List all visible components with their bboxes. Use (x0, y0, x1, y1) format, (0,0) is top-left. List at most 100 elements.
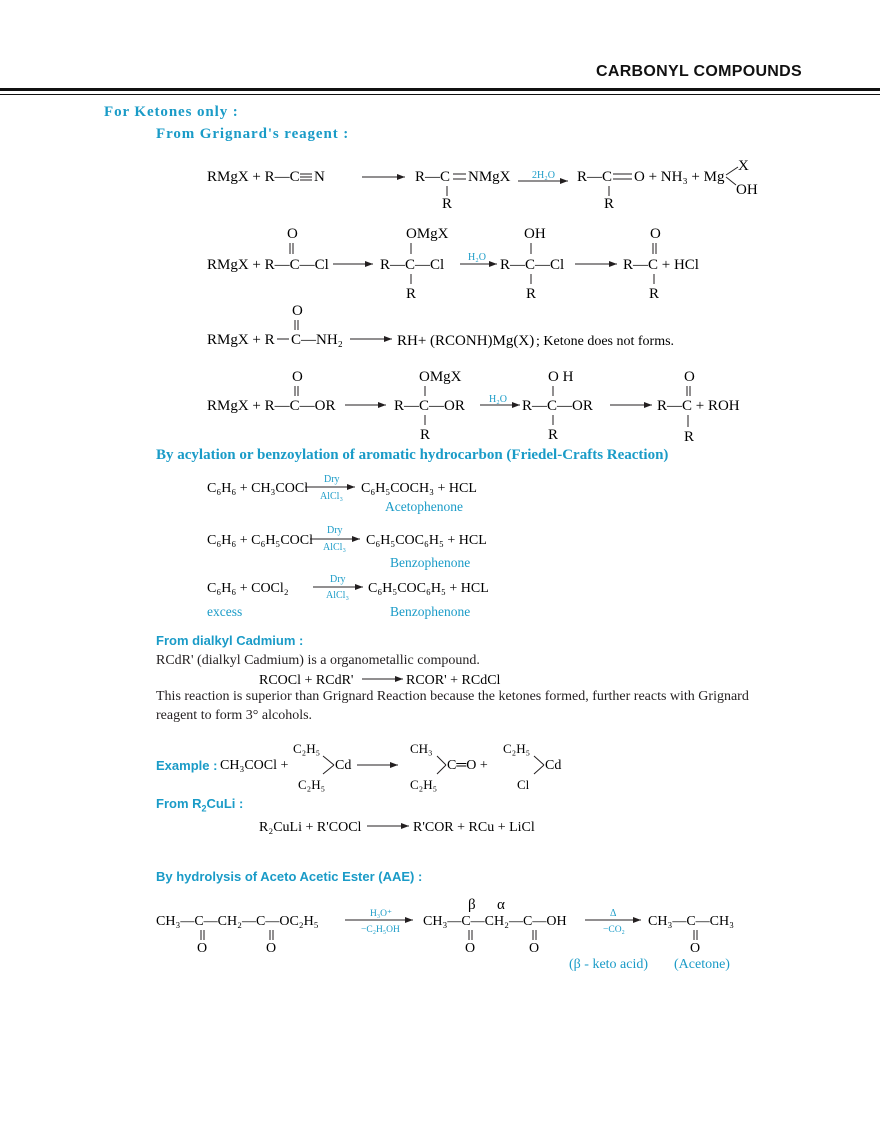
r3-amide: C—NH₂ (291, 332, 343, 348)
section-heading-aae: By hydrolysis of Aceto Acetic Ester (AAE… (156, 869, 423, 884)
aae-cond-below: −C₂H₅OH (361, 925, 400, 935)
r2-reagent: RMgX + R—C—Cl (207, 257, 329, 273)
aae-beta: β (468, 897, 476, 913)
section-heading-ketones: For Ketones only : (104, 104, 239, 120)
r2-inter2: R—C—Cl (500, 257, 564, 273)
example-prod2-cl: Cl (517, 777, 530, 792)
fc3-name: Benzophenone (390, 604, 470, 619)
r2-product-o: O (650, 226, 661, 242)
aae-intermediate: CH₃—C—CH₂—C—OH (423, 914, 567, 929)
aae-label-keto: (β - keto acid) (569, 957, 648, 972)
fc3-above: Dry (330, 574, 346, 585)
r1-intermediate: R—C (415, 169, 450, 185)
section-heading-dialkyl-cadmium: From dialkyl Cadmium : (156, 633, 304, 648)
grignard-reactions-diagram: RMgX + R—C N R—C NMgX R 2H₂O R—C O + NH₃… (207, 158, 758, 445)
aae-reactant-o2: O (266, 941, 276, 956)
r4-o: O (292, 369, 303, 385)
r2-product-r: R (649, 286, 659, 302)
aae-alpha: α (497, 897, 505, 913)
cadmium-reaction-left: RCOCl + RCdR' (259, 673, 353, 688)
fc1-reactants: C₆H₆ + CH₃COCl (207, 481, 308, 496)
r3-o: O (292, 303, 303, 319)
example-label: Example : (156, 758, 217, 773)
r4-inter1-top: OMgX (419, 369, 462, 385)
example-prod2-cd: Cd (545, 758, 561, 773)
r1-imine: NMgX (468, 169, 511, 185)
aae-cond2-below: −CO₂ (603, 925, 625, 935)
r4-reagent: RMgX + R—C—OR (207, 398, 335, 414)
r2-o: O (287, 226, 298, 242)
fc2-reactants: C₆H₆ + C₆H₅COCl (207, 533, 313, 548)
r4-product-o: O (684, 369, 695, 385)
fc2-above: Dry (327, 525, 343, 536)
fc2-below: AlCl₃ (323, 542, 346, 553)
aae-reactant: CH₃—C—CH₂—C—OC₂H₅ (156, 914, 319, 929)
cadmium-note-line1: This reaction is superior than Grignard … (156, 689, 749, 704)
r1-r-sub-2: R (604, 196, 614, 212)
r1-mg-oh: OH (736, 182, 758, 198)
r3-reagent: RMgX + R (207, 332, 275, 348)
r3-product: RH+ (RCONH)Mg(X) (397, 333, 534, 349)
r2culi-reaction: R₂CuLi + R'COCl R'COR + RCu + LiCl (259, 820, 535, 835)
fc1-name: Acetophenone (385, 499, 463, 514)
r2-product: R—C + HCl (623, 257, 699, 273)
fc1-products: C₆H₅COCH₃ + HCL (361, 481, 477, 496)
fc1-above: Dry (324, 474, 340, 485)
friedel-crafts-diagram: C₆H₆ + CH₃COCl Dry AlCl₃ C₆H₅COCH₃ + HCL… (207, 474, 489, 619)
r1-nitrile-n: N (314, 169, 325, 185)
r1-product: R—C (577, 169, 612, 185)
r1-mg-x: X (738, 158, 749, 174)
r4-inter2-top: O H (548, 369, 574, 385)
r4-inter1: R—C—OR (394, 398, 465, 414)
r1-reagent: RMgX + R—C (207, 169, 300, 185)
aae-intermediate-o2: O (529, 941, 539, 956)
r1-products: O + NH₃ + Mg (634, 169, 725, 185)
r3-note: ; Ketone does not forms. (536, 334, 674, 349)
r2-inter1: R—C—Cl (380, 257, 444, 273)
fc2-name: Benzophenone (390, 555, 470, 570)
r4-inter2: R—C—OR (522, 398, 593, 414)
page-header-title: CARBONYL COMPOUNDS (595, 63, 802, 80)
cadmium-intro: RCdR' (dialkyl Cadmium) is a organometal… (156, 653, 480, 668)
section-heading-r2culi: From R2CuLi : (156, 796, 244, 814)
r4-inter1-r: R (420, 427, 430, 443)
cadmium-note-line2: reagent to form 3° alcohols. (156, 708, 313, 723)
cadmium-example: Example : CH₃COCl + C₂H₅ C₂H₅ Cd CH₃ C₂H… (156, 741, 561, 792)
example-et-top: C₂H₅ (293, 741, 320, 756)
fc2-products: C₆H₅COC₆H₅ + HCL (366, 533, 487, 548)
fc1-below: AlCl₃ (320, 491, 343, 502)
example-et-bottom: C₂H₅ (298, 777, 325, 792)
r2-condition: H₂O (468, 252, 486, 263)
fc3-reactants: C₆H₆ + COCl₂ (207, 581, 289, 596)
r1-r-sub-1: R (442, 196, 452, 212)
header-rule-thin (0, 94, 880, 95)
aae-product-o: O (690, 941, 700, 956)
cadmium-reaction-right: RCOR' + RCdCl (406, 673, 501, 688)
example-prod-et: C₂H₅ (410, 777, 437, 792)
r1-condition: 2H₂O (532, 170, 555, 181)
r4-product-r: R (684, 429, 694, 445)
example-cd: Cd (335, 758, 351, 773)
example-reactant: CH₃COCl + (220, 758, 289, 773)
r4-inter2-r: R (548, 427, 558, 443)
r2-inter1-top: OMgX (406, 226, 449, 242)
cadmium-reaction: RCOCl + RCdR' RCOR' + RCdCl (259, 673, 501, 688)
r2-inter2-top: OH (524, 226, 546, 242)
example-ch3: CH₃ (410, 741, 433, 756)
aae-cond2-above: Δ (610, 908, 617, 919)
aae-product: CH₃—C—CH₃ (648, 914, 734, 929)
r2culi-left: R₂CuLi + R'COCl (259, 820, 362, 835)
r2-inter1-r: R (406, 286, 416, 302)
section-heading-friedel-crafts: By acylation or benzoylation of aromatic… (156, 447, 669, 463)
aae-reactant-o1: O (197, 941, 207, 956)
fc3-below: AlCl₃ (326, 590, 349, 601)
r4-condition: H₂O (489, 394, 507, 405)
aae-cond-above: H₃O⁺ (370, 909, 392, 919)
fc3-note: excess (207, 604, 242, 619)
header-rule-thick (0, 88, 880, 91)
aae-label-acetone: (Acetone) (674, 957, 730, 972)
fc3-products: C₆H₅COC₆H₅ + HCL (368, 581, 489, 596)
example-prod2-et: C₂H₅ (503, 741, 530, 756)
example-prod-co: C═O + (447, 758, 488, 773)
aae-intermediate-o1: O (465, 941, 475, 956)
